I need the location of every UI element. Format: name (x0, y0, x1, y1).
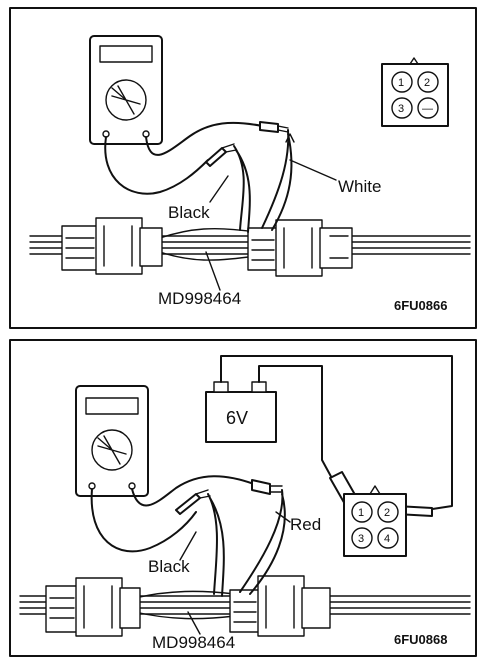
figure-code-1: 6FU0866 (394, 298, 447, 313)
test-lead-red-2 (131, 475, 255, 507)
battery-label: 6V (226, 408, 248, 428)
pin-label: 1 (398, 77, 404, 89)
probe-red-2 (251, 479, 283, 495)
pin-label: — (422, 103, 433, 115)
harness-connector-left (61, 217, 163, 275)
label-red: Red (290, 515, 321, 534)
label-tool-2: MD998464 (152, 633, 235, 652)
panel-2: 6V 1 2 3 4 Red Black MD998464 6FU08 (9, 339, 477, 657)
harness-connector-left (45, 577, 141, 637)
connector-face-2: 1 2 3 4 (343, 485, 407, 557)
leader-black-1 (209, 175, 229, 203)
harness-connector-right (229, 575, 331, 637)
probe-black-2 (175, 489, 211, 515)
probe-wire-black-1 (233, 145, 251, 233)
harness-connector-right (247, 219, 353, 277)
leader-tool-2 (187, 611, 201, 635)
pin-label: 4 (384, 533, 390, 545)
panel-1: White Black MD998464 6FU0866 1 2 3 — (9, 7, 477, 329)
figure-code-2: 6FU0868 (394, 632, 447, 647)
leader-tool-1 (205, 251, 221, 291)
multimeter-1 (89, 35, 163, 145)
meter-display (85, 397, 139, 415)
label-white: White (338, 177, 381, 196)
meter-display (99, 45, 153, 63)
multimeter-2 (75, 385, 149, 497)
battery-terminal-pos (251, 381, 267, 393)
pin-label: 3 (398, 103, 404, 115)
probe-wire-black-2 (207, 493, 225, 597)
pin-label: 3 (358, 533, 364, 545)
probe-white-1 (259, 121, 289, 133)
leader-white (289, 159, 337, 181)
battery-6v: 6V (205, 381, 277, 443)
jumper-wire-battery-pos (220, 355, 453, 511)
test-lead-black-1 (104, 136, 209, 195)
clip-white-1 (285, 133, 295, 143)
pin-label: 1 (358, 507, 364, 519)
panel-2-frame (9, 339, 477, 657)
pin-label: 2 (384, 507, 390, 519)
panel-1-frame (9, 7, 477, 329)
test-lead-black-2 (90, 488, 197, 553)
battery-terminal-neg (213, 381, 229, 393)
leader-black-2 (179, 531, 197, 561)
test-lead-white-1 (145, 121, 263, 156)
probe-black-1 (205, 143, 237, 167)
connector-face-1: 1 2 3 — (381, 57, 449, 127)
probe-wire-red-2 (239, 489, 286, 595)
probe-wire-white-1 (261, 129, 293, 231)
label-black-1: Black (168, 203, 210, 222)
leader-red (275, 511, 291, 523)
pin-label: 2 (424, 77, 430, 89)
jumper-wire-battery-neg (258, 365, 335, 483)
label-tool-1: MD998464 (158, 289, 241, 308)
label-black-2: Black (148, 557, 190, 576)
